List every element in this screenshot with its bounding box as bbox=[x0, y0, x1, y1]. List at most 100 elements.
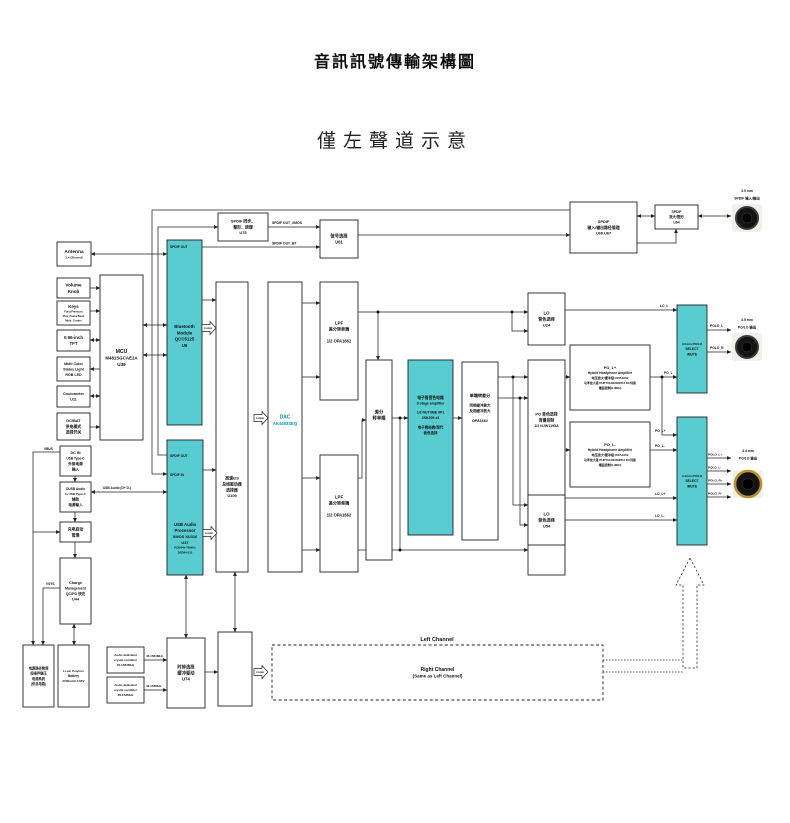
svg-text:Charge: Charge bbox=[69, 581, 82, 585]
svg-text:电子管音色电路: 电子管音色电路 bbox=[417, 395, 444, 400]
junction-dot bbox=[398, 548, 402, 552]
svg-text:3.5 mm: 3.5 mm bbox=[741, 189, 753, 193]
svg-text:Coulometer: Coulometer bbox=[63, 392, 85, 396]
svg-text:U61: U61 bbox=[335, 240, 343, 245]
svg-text:Keys: Keys bbox=[68, 304, 79, 309]
svg-text:Status Light: Status Light bbox=[63, 367, 85, 371]
svg-text:输入/输出路径管理: 输入/输出路径管理 bbox=[587, 225, 619, 230]
svg-text:充电启动: 充电启动 bbox=[68, 526, 84, 531]
svg-text:SPDIF OUT: SPDIF OUT bbox=[170, 245, 188, 249]
svg-text:功率放大级:PHPT610B30NPK2 DC伺服: 功率放大级:PHPT610B30NPK2 DC伺服 bbox=[584, 457, 636, 462]
svg-text:2SK209 x3: 2SK209 x3 bbox=[422, 416, 440, 420]
svg-text:LO: LO bbox=[543, 311, 550, 316]
svg-text:POWER: POWER bbox=[256, 672, 265, 674]
power-arrow-icon: POWER bbox=[253, 664, 269, 680]
svg-text:U109: U109 bbox=[227, 493, 237, 498]
svg-text:LPF: LPF bbox=[335, 321, 344, 326]
headphone-amp-neg-box: PO_L-Hybrid Headphone Amplifier电压放大/缓冲级:… bbox=[569, 421, 651, 488]
svg-text:USB Type-C: USB Type-C bbox=[66, 456, 85, 460]
svg-text:In USB Type-C: In USB Type-C bbox=[65, 492, 86, 496]
label-polo-r-minus: POLO_R- bbox=[708, 492, 722, 496]
svg-text:SPDIF OUT_XMOS: SPDIF OUT_XMOS bbox=[272, 221, 303, 225]
svg-text:SPDIF: SPDIF bbox=[672, 210, 682, 214]
svg-text:(Same as Left Channel): (Same as Left Channel) bbox=[413, 674, 463, 679]
svg-text:Right Channel: Right Channel bbox=[421, 667, 455, 673]
amp1-sel44 bbox=[661, 377, 678, 437]
svg-text:45.1584MHz: 45.1584MHz bbox=[117, 663, 135, 667]
svg-text:3-stage amplifier: 3-stage amplifier bbox=[417, 401, 445, 405]
label-left-channel: Left Channel bbox=[420, 637, 454, 643]
svg-text:U6: U6 bbox=[182, 343, 188, 348]
svg-text:U37: U37 bbox=[181, 540, 188, 545]
power-arrow-icon: POWER bbox=[202, 525, 218, 541]
junction-dot bbox=[518, 396, 522, 400]
svg-text:缓冲驱动: 缓冲驱动 bbox=[177, 670, 195, 677]
svg-text:音量控制: 音量控制 bbox=[539, 418, 555, 423]
svg-text:U54: U54 bbox=[543, 524, 551, 529]
svg-text:SELECT: SELECT bbox=[685, 347, 698, 351]
svg-text:PO 音色选择: PO 音色选择 bbox=[535, 412, 557, 417]
label-polo-r-plus: POLO_R+ bbox=[708, 479, 723, 483]
svg-text:管理: 管理 bbox=[72, 532, 80, 537]
svg-text:POLO_L+: POLO_L+ bbox=[708, 453, 722, 457]
svg-text:LO_L+: LO_L+ bbox=[655, 492, 665, 496]
svg-text:选择开关: 选择开关 bbox=[66, 430, 82, 435]
label-clk-49m: 49.152MHz bbox=[146, 684, 162, 688]
label-polo-l-plus: POLO_L+ bbox=[708, 453, 722, 457]
svg-text:OPA1662: OPA1662 bbox=[472, 419, 488, 423]
svg-text:crystal oscillator: crystal oscillator bbox=[114, 688, 138, 692]
svg-text:放大/整形: 放大/整形 bbox=[668, 214, 684, 219]
label-lo-l-plus: LO_L+ bbox=[655, 492, 665, 496]
label-lo-l-minus: LO_L- bbox=[655, 514, 665, 518]
svg-text:POLO_R+: POLO_R+ bbox=[708, 479, 723, 483]
svg-text:POWER: POWER bbox=[204, 328, 213, 330]
svg-text:2.4 (Shared): 2.4 (Shared) bbox=[65, 255, 82, 259]
label-clk-45m: 45.1584MHz bbox=[146, 654, 164, 658]
svg-text:整形、调理: 整形、调理 bbox=[232, 224, 253, 229]
svg-text:(供总电路): (供总电路) bbox=[31, 681, 46, 686]
svg-text:TFT: TFT bbox=[69, 341, 77, 346]
svg-text:POWER: POWER bbox=[256, 418, 265, 420]
usb-spdif-in-tag: SPDIF IN bbox=[170, 473, 185, 477]
headphone-amp-pos-box: PO_L+Hybrid Headphone Amplifier电压放大/缓冲级:… bbox=[569, 344, 651, 411]
svg-text:Volume: Volume bbox=[65, 282, 82, 287]
svg-text:SPDIF IN: SPDIF IN bbox=[170, 473, 185, 477]
svg-text:0.96-inch: 0.96-inch bbox=[64, 335, 83, 340]
svg-text:1/2 NJW1195A: 1/2 NJW1195A bbox=[534, 424, 559, 428]
label-polo-l: POLO_L bbox=[710, 324, 723, 328]
xmos-u75 bbox=[157, 225, 219, 456]
svg-text:AK4493SEQ: AK4493SEQ bbox=[273, 421, 298, 426]
svg-text:SPDIF OUT: SPDIF OUT bbox=[170, 454, 188, 458]
svg-text:PO_L-: PO_L- bbox=[655, 444, 665, 448]
svg-text:DAC: DAC bbox=[280, 415, 291, 421]
svg-text:Antenna: Antenna bbox=[64, 249, 84, 255]
svg-text:POWER: POWER bbox=[205, 533, 214, 535]
page-title: 音訊訊號傳輸架構圖 bbox=[313, 54, 476, 71]
label-vsys: VSYS bbox=[46, 582, 55, 586]
svg-text:总线驱动器: 总线驱动器 bbox=[222, 481, 243, 486]
svg-text:4.4mm PO/LO: 4.4mm PO/LO bbox=[682, 474, 703, 478]
label-vbus: VBUS bbox=[44, 447, 53, 451]
svg-text:POLO_R: POLO_R bbox=[710, 346, 724, 350]
label-po-l-plus: PO_L+ bbox=[655, 429, 666, 433]
svg-text:MCU: MCU bbox=[116, 349, 128, 355]
svg-text:SPDIF 输入/输出: SPDIF 输入/输出 bbox=[734, 196, 760, 201]
svg-text:USB Audio (D+ D-): USB Audio (D+ D-) bbox=[103, 486, 131, 490]
svg-text:电压放大/缓冲级:OPA1662: 电压放大/缓冲级:OPA1662 bbox=[592, 452, 629, 457]
svg-text:高速I2S: 高速I2S bbox=[225, 476, 239, 481]
